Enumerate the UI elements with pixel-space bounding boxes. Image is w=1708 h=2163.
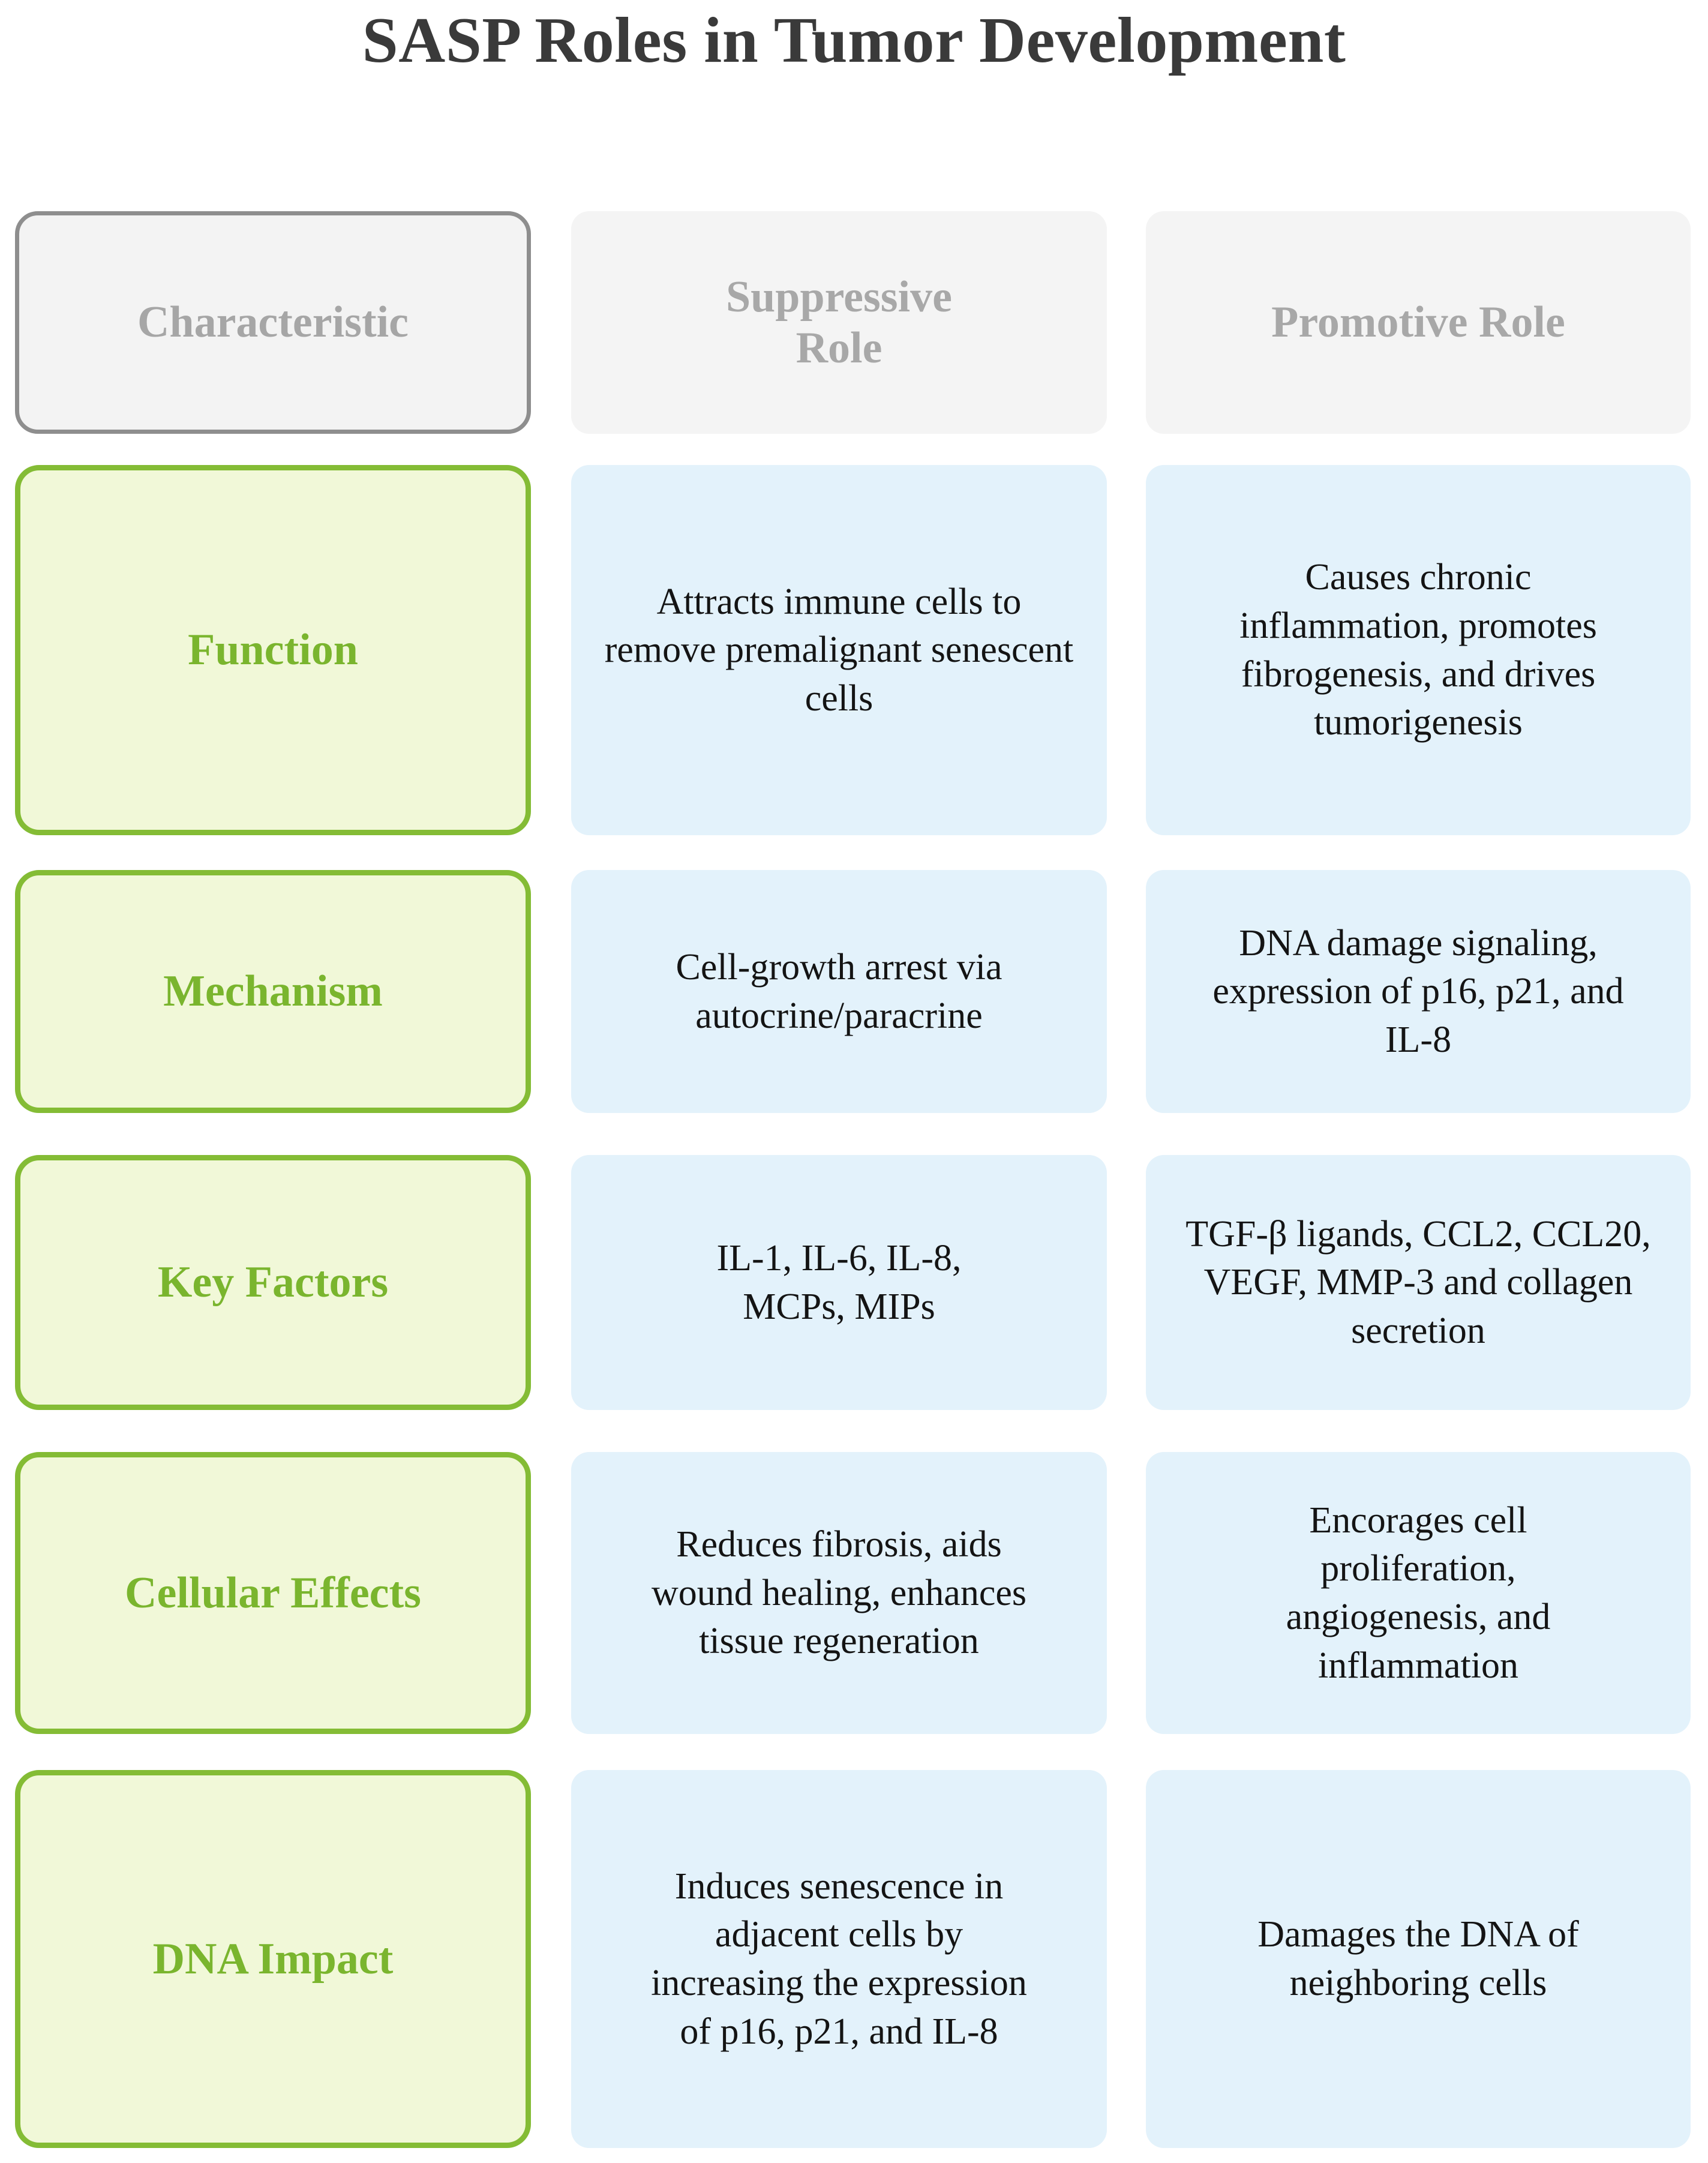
suppressive-text-mechanism: Cell-growth arrest via autocrine/paracri… [676,946,1002,1036]
category-label-mechanism: Mechanism [163,967,383,1016]
promotive-text-function: Causes chronic inflammation, promotes fi… [1239,557,1597,743]
table-row: Key Factors IL-1, IL-6, IL-8, MCPs, MIPs… [15,1155,1691,1410]
suppressive-text-function: Attracts immune cells to remove premalig… [604,581,1074,719]
category-label-key-factors: Key Factors [157,1258,389,1307]
category-cell-function: Function [15,465,531,835]
header-label-promotive-role: Promotive Role [1271,298,1565,347]
category-cell-mechanism: Mechanism [15,870,531,1113]
header-cell-characteristic: Characteristic [15,211,531,434]
table-row: Function Attracts immune cells to remove… [15,465,1691,835]
category-cell-dna-impact: DNA Impact [15,1770,531,2148]
table-row: DNA Impact Induces senescence in adjacen… [15,1770,1691,2148]
promotive-cell-function: Causes chronic inflammation, promotes fi… [1146,465,1691,835]
promotive-cell-mechanism: DNA damage signaling, expression of p16,… [1146,870,1691,1113]
promotive-text-cellular-effects: Encorages cell proliferation, angiogenes… [1286,1499,1551,1686]
suppressive-cell-key-factors: IL-1, IL-6, IL-8, MCPs, MIPs [571,1155,1107,1410]
promotive-cell-cellular-effects: Encorages cell proliferation, angiogenes… [1146,1452,1691,1734]
suppressive-cell-mechanism: Cell-growth arrest via autocrine/paracri… [571,870,1107,1113]
category-label-dna-impact: DNA Impact [152,1934,394,1984]
promotive-cell-key-factors: TGF-β ligands, CCL2, CCL20, VEGF, MMP-3 … [1146,1155,1691,1410]
table-row: Mechanism Cell-growth arrest via autocri… [15,870,1691,1113]
suppressive-cell-function: Attracts immune cells to remove premalig… [571,465,1107,835]
promotive-text-key-factors: TGF-β ligands, CCL2, CCL20, VEGF, MMP-3 … [1185,1213,1651,1351]
header-label-suppressive-role: Suppressive Role [726,272,952,373]
category-label-function: Function [188,625,358,674]
table-header-row: Characteristic Suppressive Role Promotiv… [15,211,1691,434]
header-cell-suppressive-role: Suppressive Role [571,211,1107,434]
category-label-cellular-effects: Cellular Effects [125,1568,421,1618]
suppressive-text-key-factors: IL-1, IL-6, IL-8, MCPs, MIPs [716,1237,962,1327]
page-title: SASP Roles in Tumor Development [362,5,1346,76]
suppressive-cell-dna-impact: Induces senescence in adjacent cells by … [571,1770,1107,2148]
suppressive-cell-cellular-effects: Reduces fibrosis, aids wound healing, en… [571,1452,1107,1734]
suppressive-text-dna-impact: Induces senescence in adjacent cells by … [651,1865,1027,2052]
promotive-cell-dna-impact: Damages the DNA of neighboring cells [1146,1770,1691,2148]
promotive-text-dna-impact: Damages the DNA of neighboring cells [1257,1914,1579,2003]
table-row: Cellular Effects Reduces fibrosis, aids … [15,1452,1691,1734]
header-cell-promotive-role: Promotive Role [1146,211,1691,434]
suppressive-text-cellular-effects: Reduces fibrosis, aids wound healing, en… [652,1524,1026,1662]
header-label-characteristic: Characteristic [137,298,409,347]
category-cell-key-factors: Key Factors [15,1155,531,1410]
promotive-text-mechanism: DNA damage signaling, expression of p16,… [1212,922,1624,1060]
category-cell-cellular-effects: Cellular Effects [15,1452,531,1734]
